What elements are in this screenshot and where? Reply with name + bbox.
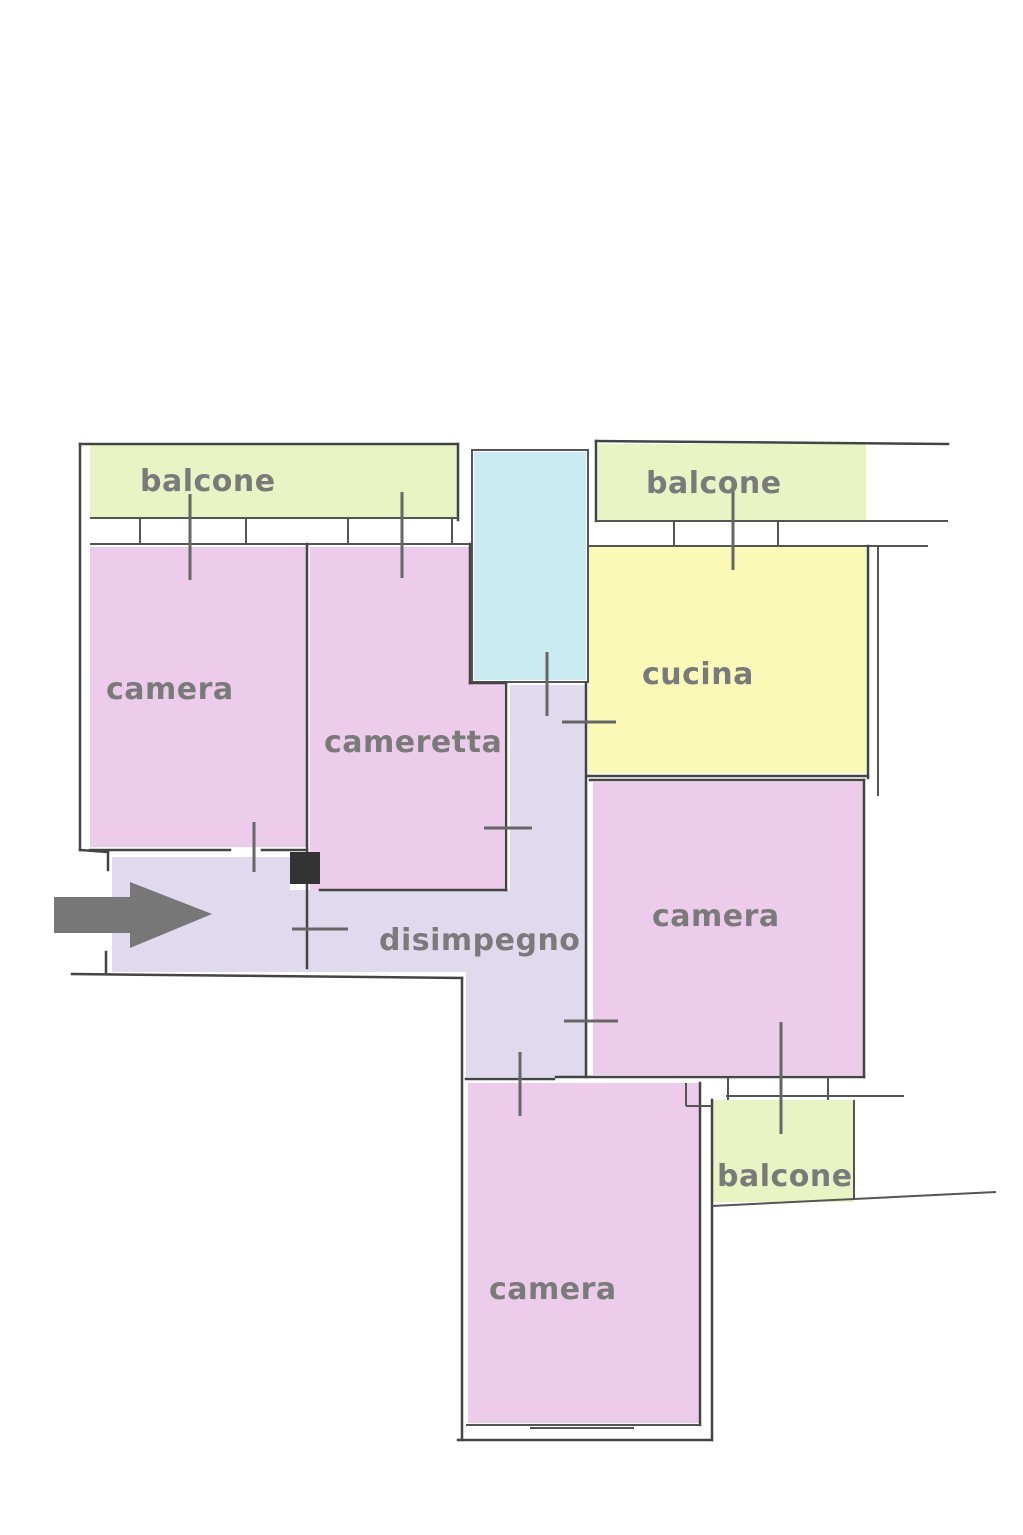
- bedroom-right-area: [593, 782, 863, 1075]
- wall-balcony-br-bottom: [711, 1191, 997, 1207]
- label-balcone-top-right: balcone: [646, 466, 782, 501]
- bathroom-area: [474, 452, 586, 680]
- hall-area: [112, 685, 585, 1077]
- cameretta-area: [310, 547, 504, 890]
- wall-bathroom: [471, 449, 589, 683]
- label-disimpegno: disimpegno: [379, 923, 580, 958]
- structural-pillar: [290, 852, 320, 884]
- bedroom-left-area: [90, 547, 306, 847]
- kitchen-area: [588, 547, 866, 773]
- label-camera-bottom: camera: [489, 1272, 617, 1307]
- balcony-top-left-area: [90, 444, 458, 517]
- bedroom-bottom-area: [468, 1083, 700, 1423]
- label-balcone-bottom-right: balcone: [717, 1159, 853, 1194]
- label-cucina: cucina: [642, 657, 754, 692]
- arrow-right-icon: [54, 882, 212, 948]
- wall-left-bottom: [70, 972, 464, 980]
- balcony-bottom-right-area: [712, 1100, 854, 1202]
- label-camera-left: camera: [106, 672, 234, 707]
- label-balcone-top-left: balcone: [140, 464, 276, 499]
- label-cameretta: cameretta: [324, 725, 502, 760]
- label-camera-right: camera: [652, 899, 780, 934]
- wall-top-right: [594, 439, 950, 446]
